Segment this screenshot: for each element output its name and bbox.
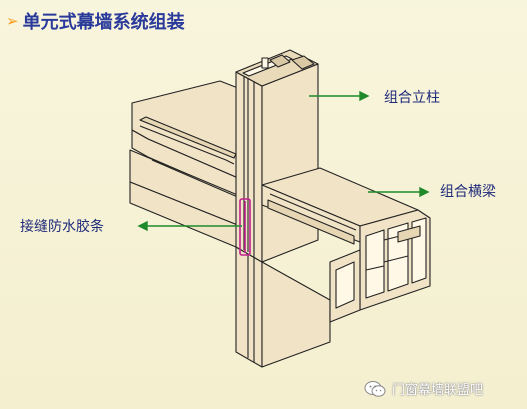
watermark: 门窗幕墙联盟吧 xyxy=(364,379,483,398)
column-side-face xyxy=(261,63,319,263)
lower-mullion-front xyxy=(235,246,263,368)
sealing-gasket xyxy=(239,198,251,256)
title-row: ➢ 单元式幕墙系统组装 xyxy=(6,8,185,34)
wechat-icon xyxy=(364,380,386,397)
watermark-text: 门窗幕墙联盟吧 xyxy=(392,383,484,398)
lower-mullion-side xyxy=(261,261,331,368)
arrow-right-icon: ➢ xyxy=(6,11,19,30)
slide-title: 单元式幕墙系统组装 xyxy=(22,12,185,33)
label-combined-beam: 组合横梁 xyxy=(440,184,496,200)
label-sealing-gasket: 接缝防水胶条 xyxy=(20,219,104,235)
label-arrows xyxy=(137,90,430,232)
label-combined-column: 组合立柱 xyxy=(384,90,440,106)
